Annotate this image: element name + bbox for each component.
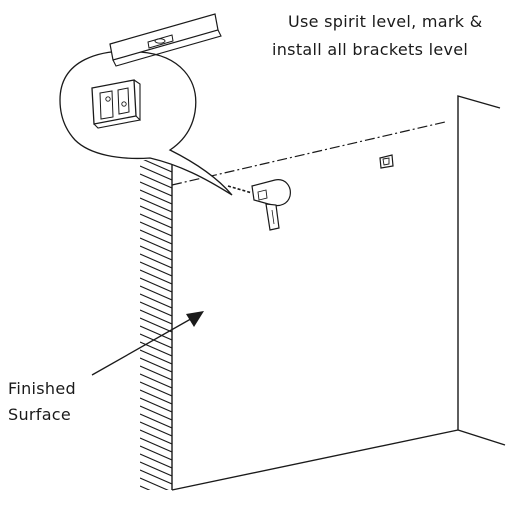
surface-arrow bbox=[91, 311, 204, 376]
finished-surface-hatching bbox=[140, 160, 172, 508]
detail-callout bbox=[59, 50, 233, 196]
hatch-line bbox=[143, 160, 172, 173]
wall-bracket-icon bbox=[91, 79, 142, 129]
hatch-line bbox=[140, 333, 172, 349]
hatch-line bbox=[140, 429, 172, 445]
hatch-line bbox=[140, 469, 172, 485]
hatch-line bbox=[140, 277, 172, 293]
instruction-line-2: install all brackets level bbox=[272, 40, 469, 59]
hatch-line bbox=[140, 301, 172, 317]
hatch-line bbox=[140, 245, 172, 261]
hatch-line bbox=[140, 421, 172, 437]
hatch-line bbox=[140, 477, 169, 490]
wall-corner-right bbox=[457, 95, 501, 430]
hatch-line bbox=[140, 485, 151, 490]
hatch-line bbox=[140, 229, 172, 245]
hatch-line bbox=[140, 397, 172, 413]
hatch-line bbox=[140, 285, 172, 301]
hatch-line bbox=[140, 494, 172, 508]
hatch-line bbox=[140, 437, 172, 453]
hatch-line bbox=[140, 365, 172, 381]
hatch-line bbox=[140, 381, 172, 397]
spirit-level-icon bbox=[109, 13, 222, 67]
instruction-line-1: Use spirit level, mark & bbox=[288, 12, 483, 31]
installed-bracket bbox=[379, 154, 394, 169]
hatch-line bbox=[140, 341, 172, 357]
hatch-line bbox=[140, 181, 172, 197]
hatch-line bbox=[140, 405, 172, 421]
hatch-line bbox=[140, 189, 172, 205]
hatch-line bbox=[140, 325, 172, 341]
hatch-line bbox=[140, 309, 172, 325]
hatch-line bbox=[140, 269, 172, 285]
hatch-line bbox=[140, 197, 172, 213]
hatch-line bbox=[140, 261, 172, 277]
hatch-line bbox=[140, 373, 172, 389]
hatch-line bbox=[140, 205, 172, 221]
hatch-line bbox=[140, 349, 172, 365]
hatch-line bbox=[140, 357, 172, 373]
hatch-line bbox=[140, 221, 172, 237]
hatch-line bbox=[140, 461, 172, 477]
hatch-line bbox=[140, 213, 172, 229]
hatch-line bbox=[140, 445, 172, 461]
hatch-line bbox=[140, 413, 172, 429]
hatch-line bbox=[140, 237, 172, 253]
wall-panel-bottom-edge bbox=[171, 429, 459, 491]
surface-label-line-1: Finished bbox=[8, 379, 76, 398]
hatch-line bbox=[140, 389, 172, 405]
hatch-line bbox=[140, 165, 172, 181]
hatch-line bbox=[140, 317, 172, 333]
surface-label-line-2: Surface bbox=[8, 405, 72, 424]
hatch-line bbox=[140, 253, 172, 269]
level-mark-line bbox=[171, 121, 446, 186]
hatch-line bbox=[140, 293, 172, 309]
hatch-line bbox=[140, 453, 172, 469]
power-drill-icon bbox=[227, 179, 291, 231]
floor-line-right bbox=[457, 429, 506, 446]
hatch-line bbox=[140, 173, 172, 189]
